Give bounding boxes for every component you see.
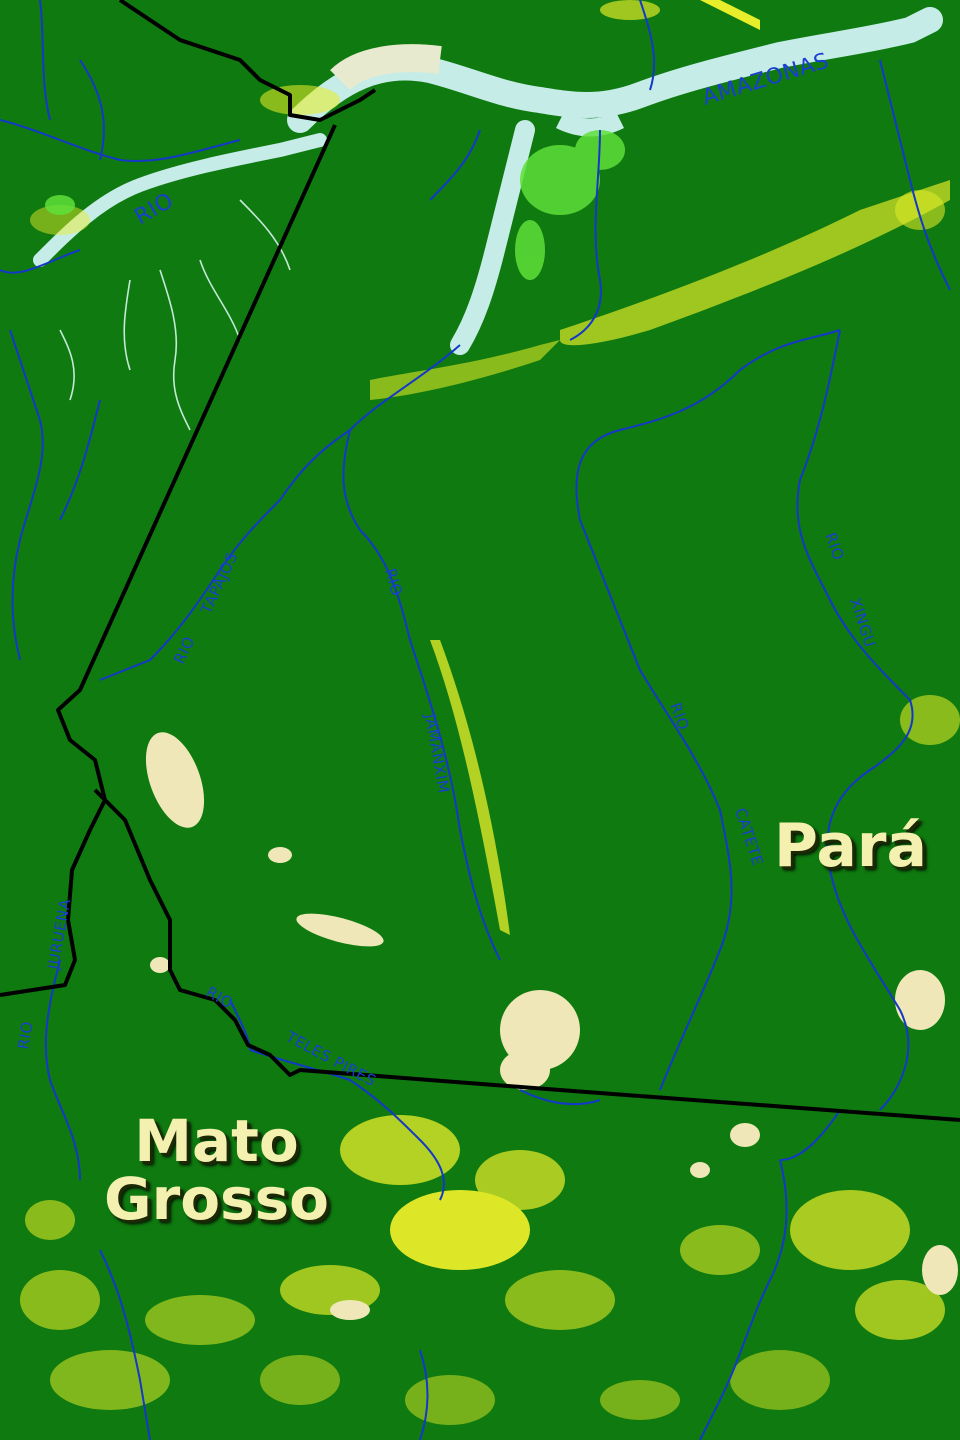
state-borders: [0, 0, 960, 1122]
regrowth-patches: [45, 130, 625, 280]
label-rio-juruena: RIO: [14, 1020, 37, 1051]
state-label-para: Pará: [774, 811, 927, 881]
state-label-mato-line2: Grosso: [104, 1165, 329, 1233]
deforestation-patches: [20, 0, 960, 1425]
tapajos-lower-wide: [450, 120, 535, 355]
savanna-patches: [145, 732, 958, 1320]
west-river-wide: [33, 133, 327, 267]
amazon-river-wide: [287, 0, 943, 137]
state-label-mato-line1: Mato: [134, 1107, 299, 1175]
drainage-pale: [59, 199, 291, 431]
state-label-mato-grosso: Mato Grosso: [104, 1112, 329, 1228]
